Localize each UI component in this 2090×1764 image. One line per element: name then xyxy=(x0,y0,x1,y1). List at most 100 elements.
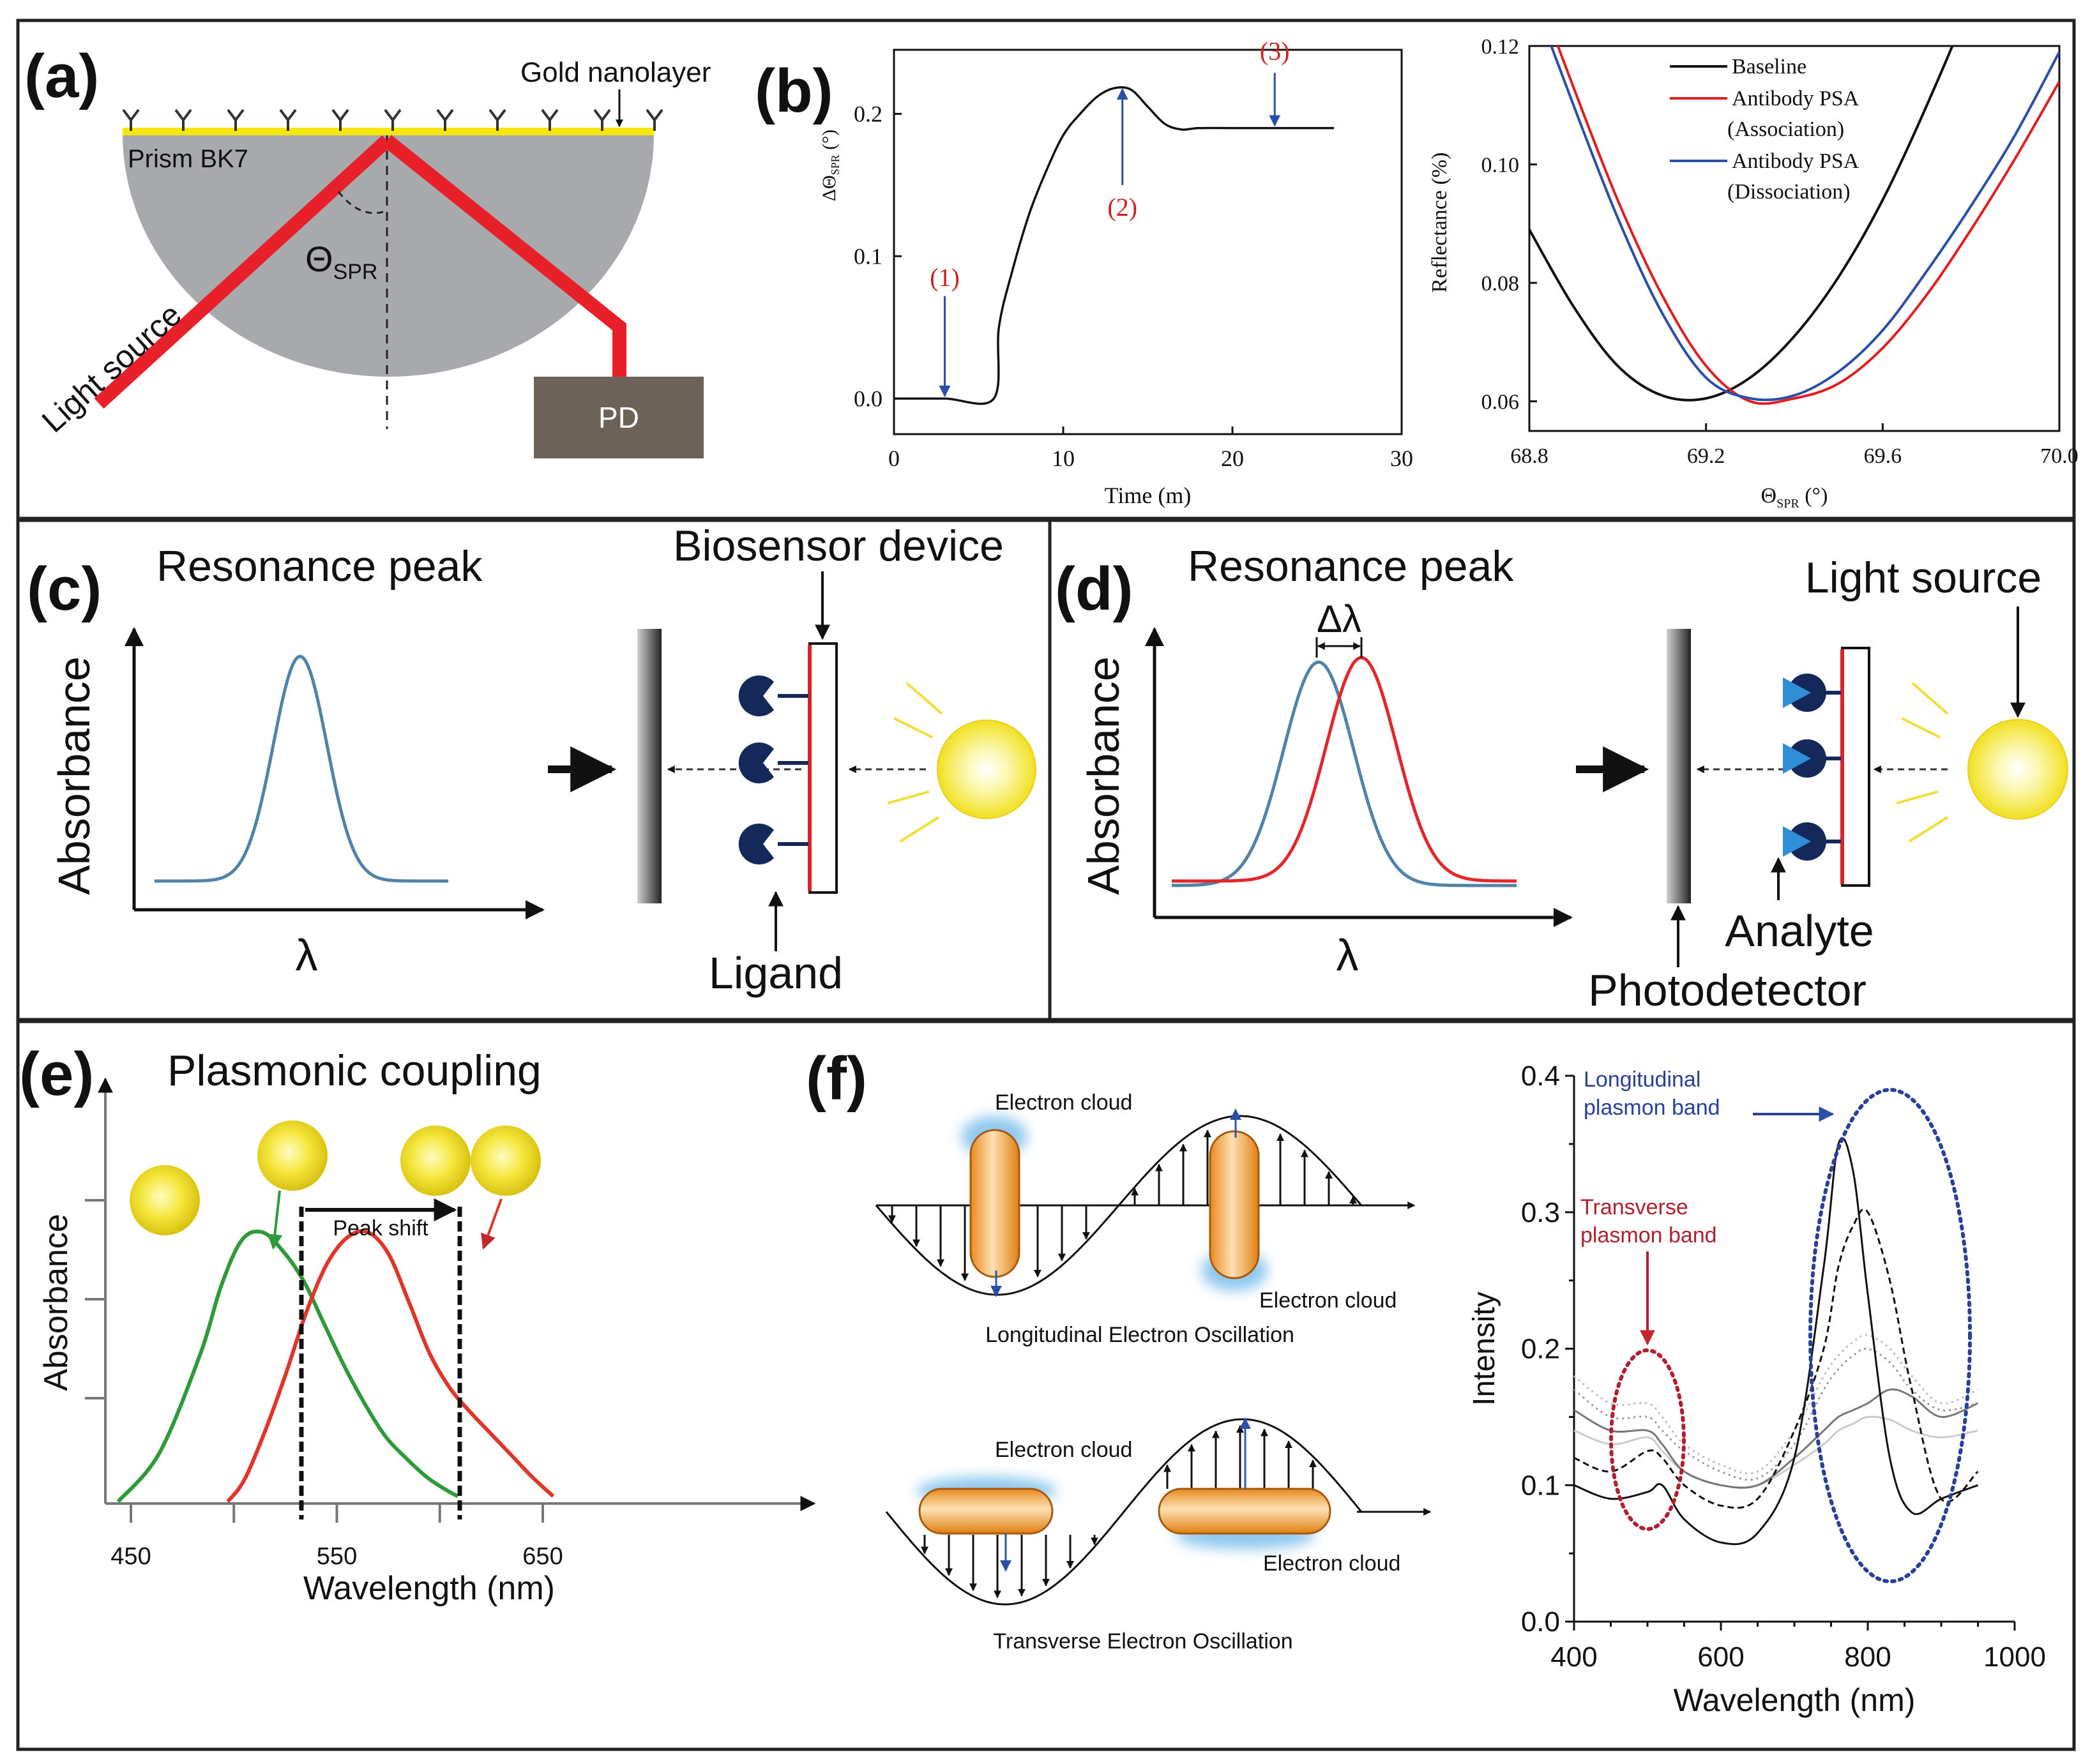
panel-letter-b: (b) xyxy=(755,57,833,125)
sensorgram-line xyxy=(894,86,1334,405)
incident-beam xyxy=(94,135,392,409)
y-tick-label: 0.08 xyxy=(1481,272,1520,296)
theta-label: ΘSPR xyxy=(305,239,377,284)
cloud-label-3: Electron cloud xyxy=(995,1438,1132,1462)
antibody-icon xyxy=(227,109,245,131)
series-line xyxy=(1529,46,1954,402)
shift-label: Δλ xyxy=(1317,598,1361,640)
photodetector-box xyxy=(534,377,704,458)
trans-band-ellipse xyxy=(1609,1348,1686,1531)
trans-caption: Transverse Electron Oscillation xyxy=(993,1629,1292,1654)
y-axis-label: ΔΘSPR (°) xyxy=(819,130,842,201)
marker-label: (3) xyxy=(1260,37,1290,66)
frame-top xyxy=(16,19,2076,520)
y-tick-label: 0.10 xyxy=(1481,154,1520,177)
resonance-curve-before xyxy=(1172,660,1517,887)
c-sun xyxy=(887,682,1036,843)
x-tick-label: 550 xyxy=(317,1543,357,1570)
legend-label: Antibody PSA xyxy=(1732,149,1859,173)
y-tick-label: 0.2 xyxy=(854,101,882,126)
y-tick-label: 0.1 xyxy=(1521,1470,1560,1501)
trans-band-label-1: Transverse xyxy=(1580,1195,1688,1219)
x-axis-label: ΘSPR (°) xyxy=(1761,484,1828,511)
y-tick-label: 0.0 xyxy=(854,386,882,411)
y-tick-label: 0.1 xyxy=(854,243,882,269)
prism-hemisphere xyxy=(123,134,654,377)
spectrum-line xyxy=(1573,1334,1979,1475)
coupled-particle-2 xyxy=(471,1126,541,1196)
x-tick-label: 68.8 xyxy=(1510,444,1549,468)
analyte-label: Analyte xyxy=(1725,906,1874,956)
series-line xyxy=(1550,46,2059,402)
analyte-icon xyxy=(1783,743,1811,774)
y-axis-label: Reflectance (%) xyxy=(1428,153,1451,293)
antibody-icon xyxy=(279,109,297,131)
sun-icon xyxy=(1967,719,2068,820)
ligand-icon xyxy=(738,824,774,864)
panel-frames xyxy=(16,19,2076,1751)
antibody-icon xyxy=(541,109,559,131)
ligand-icon xyxy=(738,675,774,716)
d-detector-plate xyxy=(1667,629,1691,903)
spectrum-line xyxy=(1573,1388,1979,1489)
x-tick-label: 69.2 xyxy=(1687,444,1725,468)
x-tick-label: 20 xyxy=(1221,446,1244,471)
y-tick-label: 0.0 xyxy=(1521,1606,1560,1638)
antibody-icon xyxy=(384,109,402,131)
prism-label: Prism BK7 xyxy=(128,145,248,173)
series-line xyxy=(1556,46,2059,405)
panel-d: (d) Resonance peak Absorbance λ Δλ Light… xyxy=(1055,542,2068,1015)
y-axis-label: Intensity xyxy=(1467,1292,1501,1406)
spectrum-line xyxy=(1573,1347,1978,1481)
marker-label: (2) xyxy=(1107,193,1137,222)
long-band-label-2: plasmon band xyxy=(1584,1096,1720,1120)
x-tick-label: 70.0 xyxy=(2040,444,2079,468)
legend-label: Antibody PSA xyxy=(1732,87,1859,110)
gold-nanolayer xyxy=(123,128,654,135)
frame-c xyxy=(16,518,1052,1021)
cloud-label-4: Electron cloud xyxy=(1263,1551,1400,1576)
x-tick-label: 0 xyxy=(888,446,900,471)
antibody-icon xyxy=(593,109,611,131)
analyte-icon xyxy=(1783,677,1811,708)
transverse-wave xyxy=(885,1418,1432,1606)
cloud-label-2: Electron cloud xyxy=(1259,1288,1397,1313)
pd-label: PD xyxy=(598,401,639,434)
y-tick-label: 0.3 xyxy=(1521,1197,1560,1228)
coupled-particle-1 xyxy=(400,1126,471,1196)
device-label: Biosensor device xyxy=(673,522,1004,570)
peak-shift-label: Peak shift xyxy=(333,1216,428,1240)
panel-a: (a) Gold nanolayer Prism BK7 ΘSPR Light … xyxy=(24,42,711,458)
long-band-label-1: Longitudinal xyxy=(1584,1067,1700,1092)
analyte-icon xyxy=(1783,826,1811,857)
x-tick-label: 800 xyxy=(1844,1641,1891,1673)
wave-curve xyxy=(885,1418,1363,1606)
ligand-label: Ligand xyxy=(709,948,843,998)
panel-letter-d: (d) xyxy=(1055,555,1133,623)
antibody-icon xyxy=(122,109,140,131)
longitudinal-wave xyxy=(875,1115,1416,1296)
cloud-label-1: Electron cloud xyxy=(995,1090,1132,1115)
x-tick-label: 69.6 xyxy=(1864,444,1902,468)
c-ylabel: Absorbance xyxy=(49,656,99,895)
long-band-ellipse xyxy=(1808,1088,1972,1583)
spectrum-line xyxy=(1573,1208,1979,1509)
plot-frame xyxy=(1528,45,2061,432)
x-tick-label: 400 xyxy=(1550,1641,1597,1673)
y-tick-label: 0.4 xyxy=(1521,1060,1560,1092)
single-particle-2 xyxy=(257,1120,328,1191)
panel-letter-f: (f) xyxy=(806,1044,867,1113)
antibody-icon xyxy=(331,109,349,131)
c-detector-plate xyxy=(637,629,662,903)
y-tick-label: 0.12 xyxy=(1481,35,1520,59)
c-xlabel: λ xyxy=(296,930,318,980)
x-axis-label: Time (m) xyxy=(1105,483,1192,508)
rod-trans-right xyxy=(1158,1488,1331,1535)
legend-label: (Association) xyxy=(1727,117,1844,141)
